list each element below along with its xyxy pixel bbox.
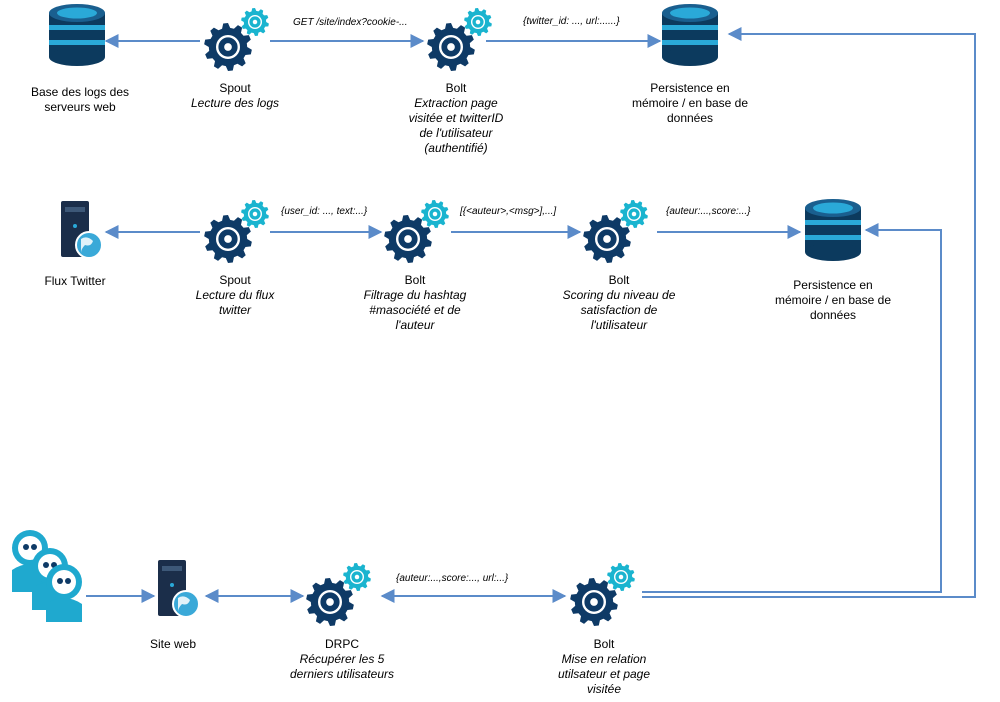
gears [204,8,648,626]
gear-icon [306,578,354,626]
connectors [86,27,976,603]
database-icon [662,4,718,66]
label-subtitle: satisfaction de [580,303,658,317]
label-drpc: DRPC Récupérer les 5 derniers utilisateu… [262,637,422,682]
label-bolt-relation: Bolt Mise en relation utilsateur et page… [524,637,684,697]
label-title: Bolt [404,273,426,287]
gear-icon [583,215,631,263]
label-line: Persistence en [793,278,873,292]
label-persistence-2: Persistence en mémoire / en base de donn… [753,278,913,323]
label-subtitle: Lecture des logs [190,96,280,110]
label-title: Bolt [608,273,630,287]
database-icon [805,199,861,261]
label-title: Spout [219,273,251,287]
message-auteur-score: {auteur:...,score:...} [666,206,751,217]
label-line: serveurs web [44,100,116,114]
label-line: Site web [149,637,197,651]
label-subtitle: de l'utilisateur [419,126,493,140]
label-subtitle: Mise en relation [561,652,647,666]
label-line: Persistence en [650,81,730,95]
small-gear-icon [241,200,269,228]
label-subtitle: visitée [586,682,621,696]
label-subtitle: Récupérer les 5 [299,652,385,666]
label-line: données [666,111,714,125]
label-subtitle: (authentifié) [424,141,488,155]
small-gear-icon [241,8,269,36]
label-title: Spout [219,81,251,95]
message-get-request: GET /site/index?cookie-... [293,17,408,28]
label-line: mémoire / en base de [631,96,749,110]
gear-icon [427,23,475,71]
label-spout-logs: Spout Lecture des logs [155,81,315,111]
gear-icon [570,578,618,626]
gear-icon [204,215,252,263]
gear-icon [204,23,252,71]
label-spout-twitter: Spout Lecture du flux twitter [155,273,315,318]
label-line: Base des logs des [30,85,130,99]
message-auteur-msg: [{<auteur>,<msg>],...] [460,206,557,217]
small-gear-icon [464,8,492,36]
label-subtitle: Lecture du flux [195,288,275,302]
server-globe-icon [61,201,103,259]
label-bolt-filter: Bolt Filtrage du hashtag #masociété et d… [335,273,495,333]
label-subtitle: visitée et twitterID [408,111,504,125]
label-line: mémoire / en base de [774,293,892,307]
label-subtitle: l'utilisateur [590,318,648,332]
label-subtitle: #masociété et de [369,303,461,317]
small-gear-icon [620,200,648,228]
label-title: Bolt [445,81,467,95]
label-title: Bolt [593,637,615,651]
label-title: DRPC [324,637,359,651]
message-auteur-score-url: {auteur:...,score:..., url:...} [396,573,509,584]
small-gear-icon [343,563,371,591]
label-subtitle: l'auteur [395,318,435,332]
label-subtitle: utilsateur et page [557,667,651,681]
label-line: données [809,308,857,322]
label-flux-twitter: Flux Twitter [0,274,150,289]
label-bolt-extract: Bolt Extraction page visitée et twitterI… [376,81,536,156]
label-subtitle: Filtrage du hashtag [363,288,467,302]
database-icon [49,4,105,66]
users-group-icon [12,530,82,622]
label-line: Flux Twitter [44,274,106,288]
label-subtitle: twitter [218,303,251,317]
message-twitter-url: {twitter_id: ..., url:......} [523,16,620,27]
label-subtitle: Extraction page [414,96,498,110]
label-subtitle: derniers utilisateurs [289,667,395,681]
arrow-relation-to-persistence-2 [642,223,942,593]
small-gear-icon [421,200,449,228]
arrow-relation-to-persistence-1 [642,27,976,598]
gear-icon [384,215,432,263]
label-site-web: Site web [113,637,233,652]
label-persistence-1: Persistence en mémoire / en base de donn… [610,81,770,126]
label-logs-database: Base des logs des serveurs web [0,85,160,115]
server-globe-icon [158,560,200,618]
small-gear-icon [607,563,635,591]
label-bolt-scoring: Bolt Scoring du niveau de satisfaction d… [539,273,699,333]
label-subtitle: Scoring du niveau de [562,288,676,302]
message-user-text: {user_id: ..., text:...} [281,206,368,217]
